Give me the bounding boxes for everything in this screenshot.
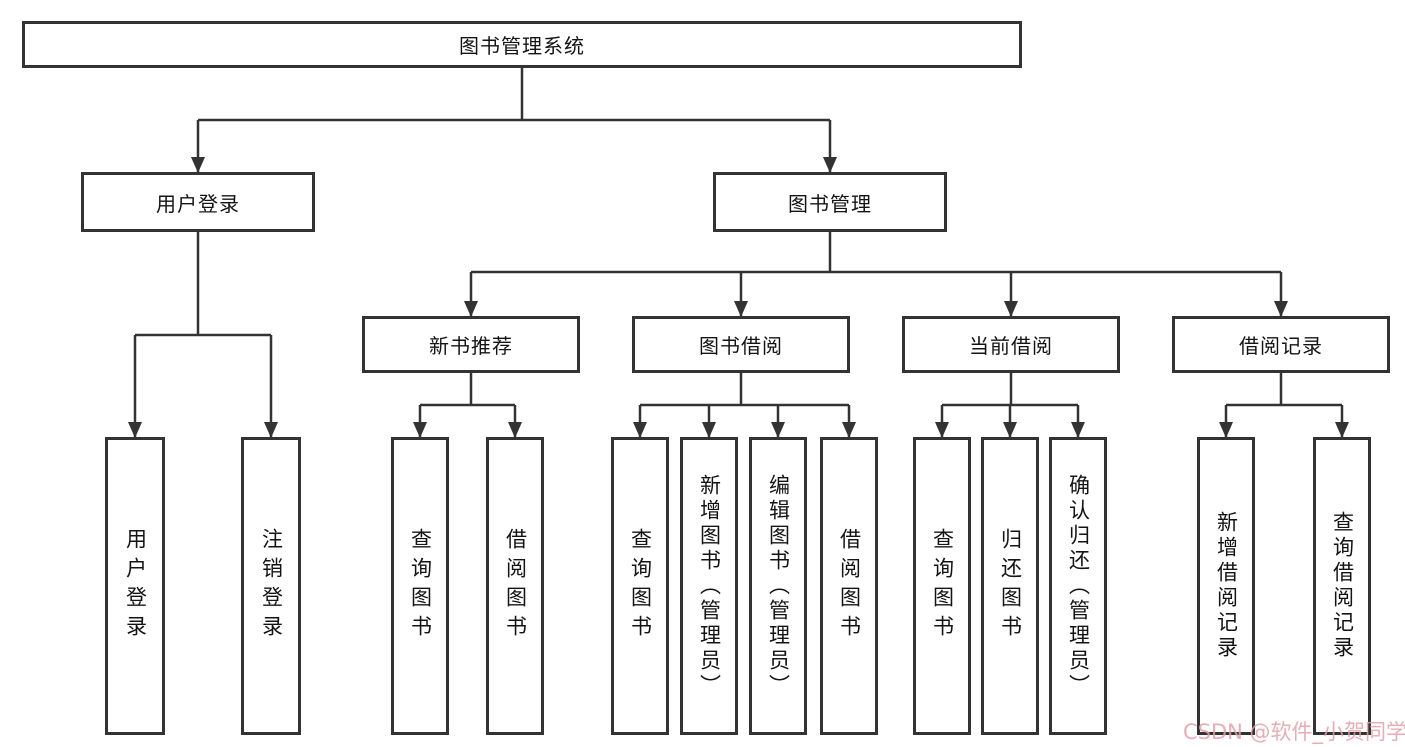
leaf-user-login: 用户登录: [105, 437, 165, 735]
leaf-current-query-book: 查询图书: [913, 437, 971, 735]
leaf-recommend-borrow-book: 借阅图书: [486, 437, 544, 735]
node-book-management-branch: 图书管理: [713, 172, 947, 232]
leaf-borrow-query-book: 查询图书: [611, 437, 669, 735]
leaf-add-book-admin: 新增图书（管理员）: [680, 437, 738, 735]
watermark: CSDN @软件_小贺同学: [1183, 720, 1405, 744]
leaf-query-borrow-record: 查询借阅记录: [1313, 437, 1371, 735]
leaf-confirm-return-admin: 确认归还（管理员）: [1049, 437, 1107, 735]
node-user-login-branch: 用户登录: [81, 172, 315, 232]
node-current-borrow: 当前借阅: [902, 316, 1120, 373]
node-borrow-record: 借阅记录: [1172, 316, 1390, 373]
leaf-add-borrow-record: 新增借阅记录: [1197, 437, 1255, 735]
node-book-borrow: 图书借阅: [632, 316, 850, 373]
leaf-logout: 注销登录: [241, 437, 301, 735]
leaf-borrow-book: 借阅图书: [820, 437, 878, 735]
leaf-edit-book-admin: 编辑图书（管理员）: [749, 437, 807, 735]
node-root-system: 图书管理系统: [22, 21, 1022, 68]
node-new-book-recommend: 新书推荐: [362, 316, 580, 373]
leaf-recommend-query-book: 查询图书: [391, 437, 449, 735]
leaf-return-book: 归还图书: [981, 437, 1039, 735]
